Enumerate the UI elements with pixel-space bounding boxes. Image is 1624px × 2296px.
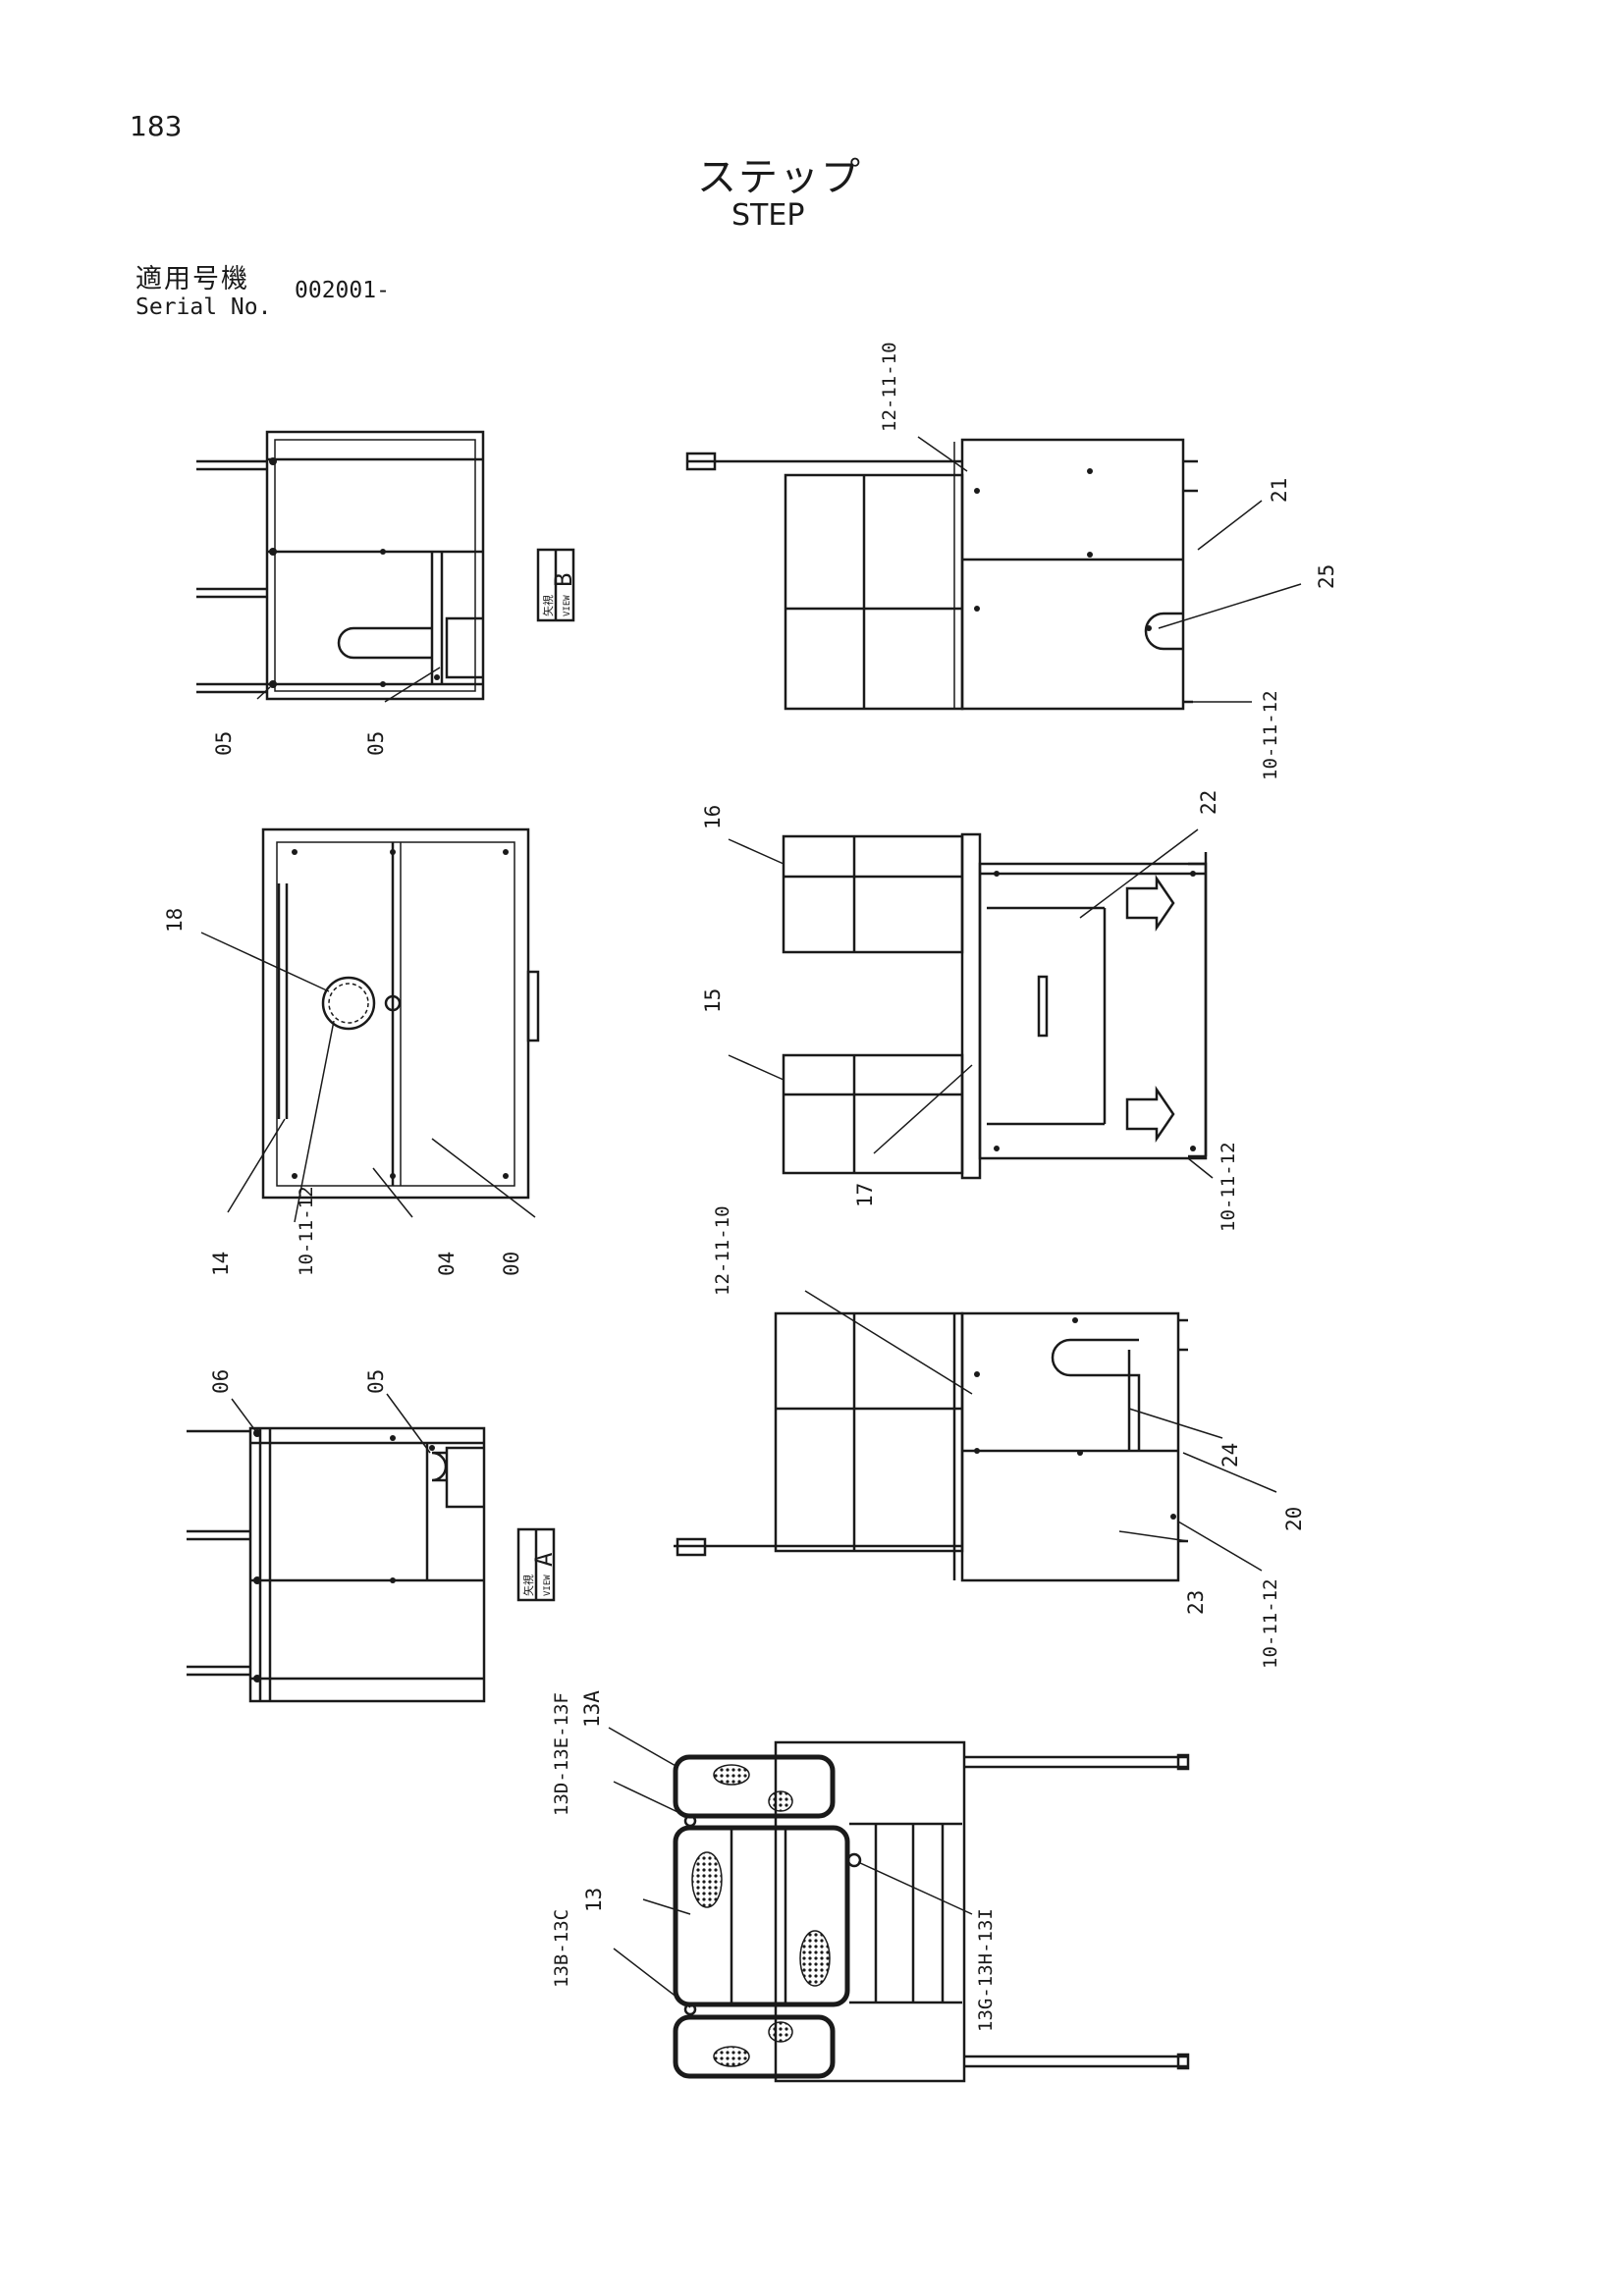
svg-text:矢視: 矢視 bbox=[541, 595, 555, 616]
svg-text:VIEW: VIEW bbox=[563, 595, 572, 616]
title-japanese: ステップ bbox=[697, 155, 862, 200]
plan-view-step: 16 15 22 17 10-11-12 bbox=[701, 790, 1239, 1232]
callout-12-11-10-lower: 12-11-10 bbox=[712, 1205, 733, 1296]
callout-22: 22 bbox=[1197, 790, 1220, 815]
callout-05b: 05 bbox=[364, 731, 388, 756]
callout-20: 20 bbox=[1282, 1507, 1306, 1531]
svg-text:A: A bbox=[530, 1552, 558, 1567]
svg-text:VIEW: VIEW bbox=[543, 1575, 553, 1596]
callout-24: 24 bbox=[1218, 1443, 1242, 1468]
callout-10-11-12-floor: 10-11-12 bbox=[296, 1186, 317, 1276]
page-number: 183 bbox=[130, 110, 183, 142]
callout-16: 16 bbox=[701, 805, 725, 829]
serial-number-value: 002001- bbox=[295, 278, 390, 303]
callout-13g-13h-13i: 13G-13H-13I bbox=[975, 1908, 997, 2032]
callout-10-11-12-plan: 10-11-12 bbox=[1218, 1142, 1239, 1232]
callout-23: 23 bbox=[1184, 1590, 1208, 1615]
callout-00: 00 bbox=[500, 1252, 523, 1276]
callout-18: 18 bbox=[163, 908, 187, 933]
view-b-drawing: 05 05 矢視 VIEW B bbox=[196, 430, 577, 756]
svg-text:B: B bbox=[550, 573, 577, 587]
svg-text:矢視: 矢視 bbox=[521, 1575, 535, 1596]
title-english: STEP bbox=[731, 198, 805, 233]
callout-13b-13c: 13B-13C bbox=[551, 1909, 572, 1988]
side-view-upper: 12-11-10 21 25 10-11-12 bbox=[685, 342, 1338, 780]
callout-05c: 05 bbox=[364, 1369, 388, 1394]
callout-21: 21 bbox=[1268, 478, 1291, 503]
view-a-label: 矢視 VIEW A bbox=[516, 1527, 558, 1602]
callout-05a: 05 bbox=[212, 731, 236, 756]
serial-label-english: Serial No. bbox=[135, 294, 272, 320]
callout-13a: 13A bbox=[580, 1690, 604, 1728]
callout-14: 14 bbox=[209, 1252, 233, 1276]
callout-10-11-12-top: 10-11-12 bbox=[1260, 690, 1281, 780]
view-b-label: 矢視 VIEW B bbox=[536, 548, 577, 622]
callout-25: 25 bbox=[1315, 564, 1338, 589]
callout-17: 17 bbox=[853, 1183, 877, 1207]
callout-13d-13e-13f: 13D-13E-13F bbox=[551, 1692, 572, 1816]
side-view-lower: 12-11-10 24 20 23 10-11-12 bbox=[674, 1205, 1306, 1669]
guard-view: 13A 13D-13E-13F 13 13B-13C 13G-13H-13I bbox=[551, 1690, 1190, 2083]
callout-06: 06 bbox=[209, 1369, 233, 1394]
callout-10-11-12-lower: 10-11-12 bbox=[1260, 1578, 1281, 1669]
callout-12-11-10-top: 12-11-10 bbox=[879, 342, 900, 432]
top-view-floor: 18 14 10-11-12 04 00 bbox=[163, 828, 540, 1276]
view-a-drawing: 06 05 矢視 VIEW A bbox=[187, 1369, 558, 1703]
callout-04: 04 bbox=[435, 1252, 459, 1276]
callout-13: 13 bbox=[582, 1888, 606, 1912]
serial-label-japanese: 適用号機 bbox=[135, 264, 249, 294]
callout-15: 15 bbox=[701, 988, 725, 1013]
